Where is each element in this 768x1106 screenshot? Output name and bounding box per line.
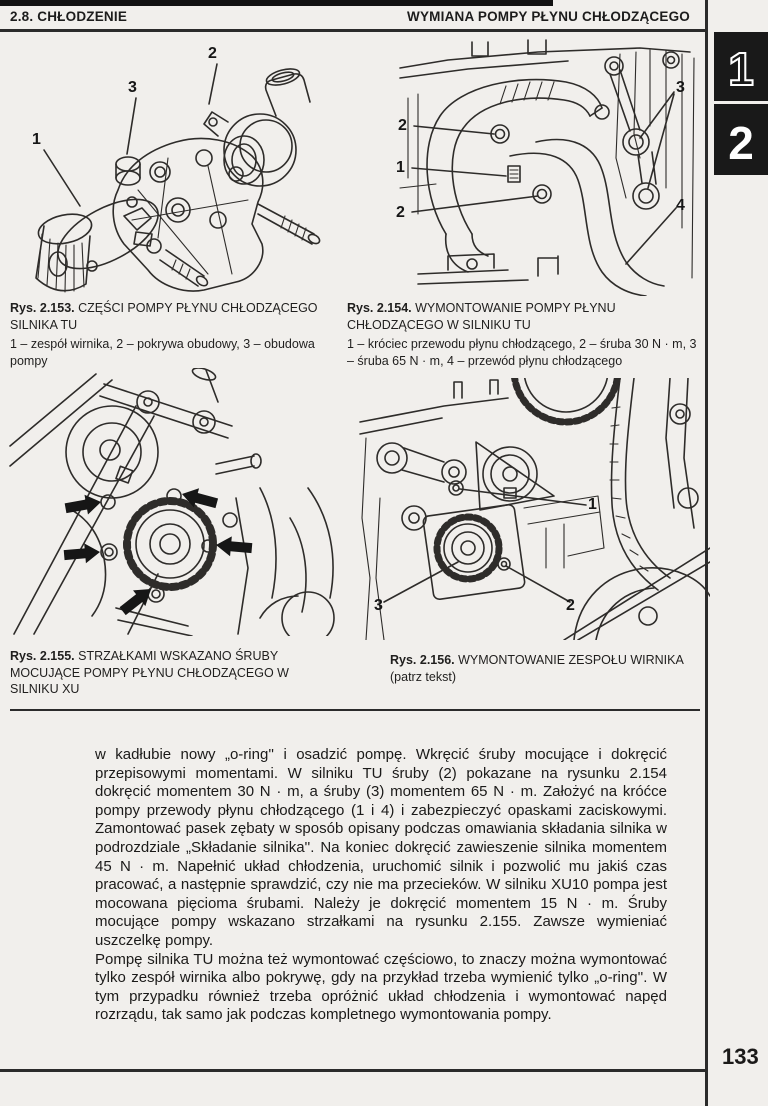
figure-caption-2156: Rys. 2.156. WYMONTOWANIE ZESPOŁU WIRNIKA…: [390, 652, 702, 685]
callout-3: 3: [128, 79, 137, 96]
caption-head: Rys. 2.153. CZĘŚCI POMPY PŁYNU CHŁODZĄCE…: [10, 300, 344, 333]
figure-title: STRZAŁKAMI WSKAZANO ŚRUBY MOCUJĄCE POMPY…: [10, 649, 289, 696]
callout-1: 1: [396, 159, 405, 176]
figure-title: CZĘŚCI POMPY PŁYNU CHŁODZĄCEGO SILNIKA T…: [10, 301, 318, 332]
side-tab-2: 2: [714, 104, 768, 175]
figure-caption-2155: Rys. 2.155. STRZAŁKAMI WSKAZANO ŚRUBY MO…: [10, 648, 310, 698]
paragraph-1: w kadłubie nowy „o-ring'' i osadzić pomp…: [95, 746, 667, 949]
figure-caption-2153: Rys. 2.153. CZĘŚCI POMPY PŁYNU CHŁODZĄCE…: [10, 300, 344, 369]
page-edge-rule: [705, 0, 708, 1106]
figure-2154-diagram: 2 1 2 3 4: [388, 38, 710, 296]
page-number: 133: [722, 1044, 759, 1069]
figure-title-suffix: (patrz tekst): [390, 669, 456, 684]
figure-title: WYMONTOWANIE ZESPOŁU WIRNIKA: [458, 653, 684, 667]
header-rule: [0, 29, 708, 32]
callout-2: 2: [208, 45, 217, 62]
paragraph-2: Pompę silnika TU można też wymontować cz…: [95, 950, 667, 1024]
caption-head: Rys. 2.156. WYMONTOWANIE ZESPOŁU WIRNIKA…: [390, 652, 702, 685]
caption-head: Rys. 2.154. WYMONTOWANIE POMPY PŁYNU CHŁ…: [347, 300, 701, 333]
figure-2156-diagram: 1 3 2: [358, 378, 710, 640]
scan-artifact-bar: [0, 0, 553, 6]
callout-3: 3: [374, 597, 383, 614]
callout-1: 1: [32, 131, 41, 148]
figure-caption-2154: Rys. 2.154. WYMONTOWANIE POMPY PŁYNU CHŁ…: [347, 300, 701, 369]
callout-2b: 2: [396, 204, 405, 221]
chapter-header: WYMIANA POMPY PŁYNU CHŁODZĄCEGO: [407, 9, 690, 24]
footer-rule: [0, 1069, 707, 1072]
callout-2: 2: [566, 597, 575, 614]
figure-legend: 1 – zespół wirnika, 2 – pokrywa obudowy,…: [10, 337, 315, 368]
callout-4: 4: [676, 197, 685, 214]
figure-2153-diagram: 1 2 3: [8, 38, 348, 296]
callout-2a: 2: [398, 117, 407, 134]
callout-3: 3: [676, 79, 685, 96]
bolt-arrows: [63, 488, 253, 616]
figure-label: Rys. 2.155.: [10, 649, 75, 663]
section-separator-rule: [10, 709, 700, 711]
figure-legend: 1 – króciec przewodu płynu chłodzącego, …: [347, 337, 697, 368]
svg-text:2: 2: [728, 117, 754, 169]
callout-1: 1: [588, 496, 597, 513]
figure-label: Rys. 2.154.: [347, 301, 412, 315]
body-text: w kadłubie nowy „o-ring'' i osadzić pomp…: [95, 746, 667, 1025]
figure-2155-diagram: [8, 368, 348, 636]
caption-head: Rys. 2.155. STRZAŁKAMI WSKAZANO ŚRUBY MO…: [10, 648, 310, 698]
figure-label: Rys. 2.156.: [390, 653, 455, 667]
tab-2-digit: 2: [728, 117, 754, 169]
svg-text:1: 1: [728, 43, 754, 95]
tab-1-digit: 1: [727, 42, 755, 96]
side-tab-1: 1: [714, 32, 768, 101]
figure-label: Rys. 2.153.: [10, 301, 75, 315]
figure-title: WYMONTOWANIE POMPY PŁYNU CHŁODZĄCEGO W S…: [347, 301, 616, 332]
section-header: 2.8. CHŁODZENIE: [10, 9, 128, 24]
